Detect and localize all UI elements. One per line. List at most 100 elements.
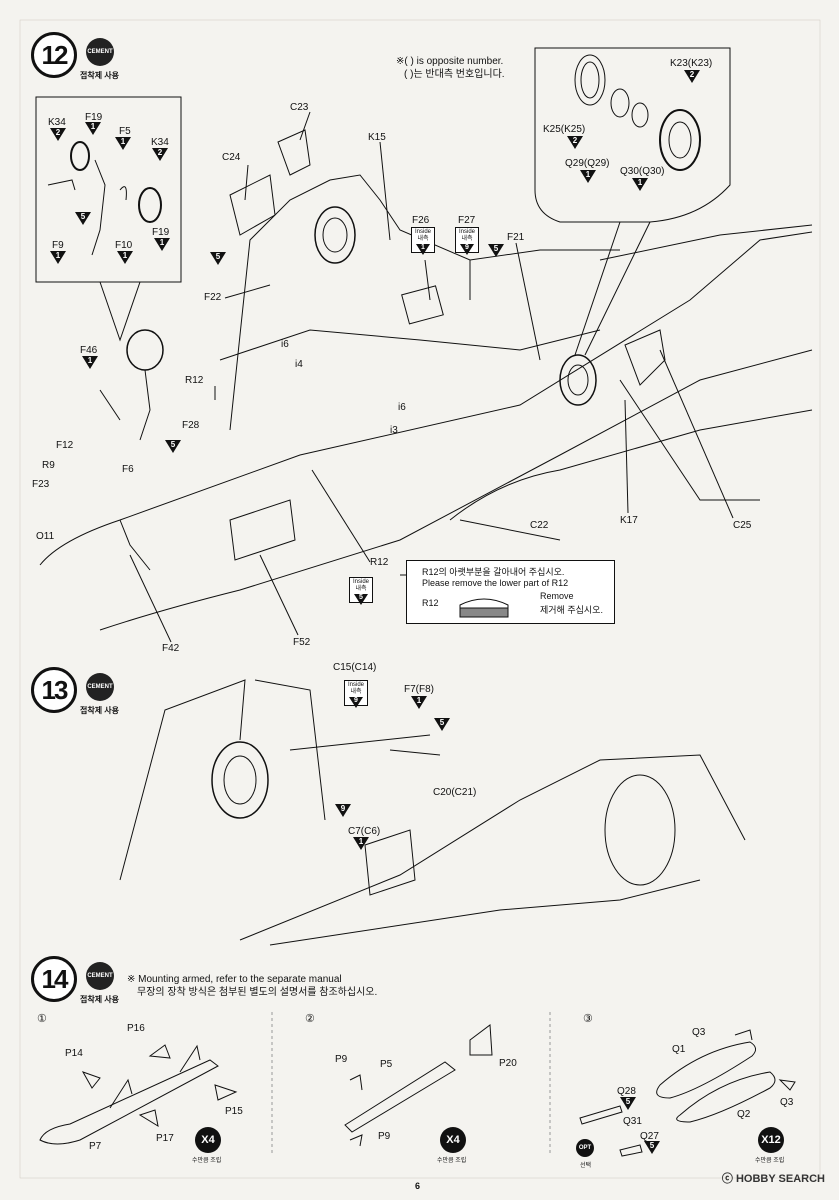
part-label: R12 xyxy=(185,375,204,386)
qty-badge: 5 xyxy=(618,1097,638,1110)
remove-r12-note: R12의 아랫부분을 갈아내어 주십시오. Please remove the … xyxy=(406,560,615,624)
step-number-12: 12 xyxy=(31,32,77,78)
part-label: i3 xyxy=(390,425,398,436)
part-label: Q28 xyxy=(617,1086,636,1097)
part-label: R12 xyxy=(370,557,389,568)
qty-badge: 1 xyxy=(630,178,650,191)
part-label: Q3 xyxy=(780,1097,794,1108)
part-label: i4 xyxy=(295,359,303,370)
qty-badge: 5 xyxy=(642,1141,662,1154)
part-label: Q30(Q30) xyxy=(620,166,665,177)
opposite-note-en: ※( ) is opposite number. xyxy=(396,56,504,67)
part-label: F22 xyxy=(204,292,222,303)
part-label: F9 xyxy=(52,240,64,251)
qty-badge: 5 xyxy=(486,244,506,257)
cement-label: 접착제 사용 xyxy=(80,71,120,80)
qty-badge: 1 xyxy=(115,251,135,264)
left-inset-pointer xyxy=(99,281,141,342)
opposite-note-ko: ( )는 반대측 번호입니다. xyxy=(404,69,505,80)
qty-badge: 1 xyxy=(83,122,103,135)
part-label: P17 xyxy=(156,1133,174,1144)
part-label: C25 xyxy=(733,520,752,531)
qty-badge: 2 xyxy=(48,128,68,141)
remove-label-en: Remove xyxy=(540,591,574,601)
optional-icon: OPT xyxy=(576,1139,594,1157)
part-label: Q3 xyxy=(692,1027,706,1038)
multiplier-note: 수만큼 조립 xyxy=(192,1158,222,1164)
mounting-note-ko: 무장의 장착 방식은 첨부된 별도의 설명서를 참조하십시오. xyxy=(137,987,378,998)
qty-badge: 1 xyxy=(113,137,133,150)
part-label: F5 xyxy=(119,126,131,137)
part-label: K15 xyxy=(368,132,386,143)
part-label: P20 xyxy=(499,1058,517,1069)
qty-badge: 1 xyxy=(80,356,100,369)
part-label: Q1 xyxy=(672,1044,686,1055)
qty-badge: 5 xyxy=(73,212,93,225)
part-label: K34 xyxy=(151,137,169,148)
part-label: i6 xyxy=(281,339,289,350)
part-label: F19 xyxy=(85,112,103,123)
qty-badge: 1 xyxy=(152,238,172,251)
part-label: C23 xyxy=(290,102,309,113)
part-label: F21 xyxy=(507,232,525,243)
part-label: C22 xyxy=(530,520,549,531)
multiplier-badge: X4 xyxy=(440,1127,466,1153)
cement-label: 접착제 사용 xyxy=(80,706,120,715)
remove-label-ko: 제거해 주십시오. xyxy=(540,605,603,615)
part-label: O11 xyxy=(36,531,55,542)
qty-badge: 2 xyxy=(150,148,170,161)
qty-badge: 2 xyxy=(682,70,702,83)
part-label: K17 xyxy=(620,515,638,526)
optional-label: 선택 xyxy=(580,1163,592,1169)
mounting-note-en: ※ Mounting armed, refer to the separate … xyxy=(127,974,342,985)
part-label: Q31 xyxy=(623,1116,642,1127)
part-label: K23(K23) xyxy=(670,58,713,69)
qty-badge: 9 xyxy=(333,804,353,817)
part-label: i6 xyxy=(398,402,406,413)
part-label: C7(C6) xyxy=(348,826,381,837)
part-label: F19 xyxy=(152,227,170,238)
step-number-13: 13 xyxy=(31,667,77,713)
part-label: Q2 xyxy=(737,1109,751,1120)
qty-badge: 2 xyxy=(565,136,585,149)
remove-note-part: R12 xyxy=(422,598,439,608)
opposite-number-note: ※( ) is opposite number. ( )는 반대측 번호입니다. xyxy=(396,55,505,81)
part-label: F46 xyxy=(80,345,98,356)
part-label: P9 xyxy=(335,1054,348,1065)
sub-step-2: ② xyxy=(305,1013,315,1025)
part-label: F10 xyxy=(115,240,133,251)
part-label: Q27 xyxy=(640,1131,659,1142)
r12-diagram xyxy=(459,598,509,618)
qty-badge: 5 xyxy=(208,252,228,265)
cement-label: 접착제 사용 xyxy=(80,995,120,1004)
part-label: F27 xyxy=(458,215,476,226)
part-label: F7(F8) xyxy=(404,684,434,695)
qty-badge: 1 xyxy=(578,170,598,183)
part-label: F6 xyxy=(122,464,134,475)
qty-badge: 5 xyxy=(432,718,452,731)
qty-badge: 1 xyxy=(409,696,429,709)
part-label: K34 xyxy=(48,117,66,128)
remove-note-en: Please remove the lower part of R12 xyxy=(422,578,569,588)
right-inset-frame xyxy=(534,47,731,223)
left-inset-frame xyxy=(35,96,182,283)
part-label: P15 xyxy=(225,1106,243,1117)
watermark: ⓒ HOBBY SEARCH xyxy=(721,1173,825,1185)
part-label: F28 xyxy=(182,420,200,431)
part-label: P14 xyxy=(65,1048,83,1059)
multiplier-note: 수만큼 조립 xyxy=(437,1158,467,1164)
remove-note-ko: R12의 아랫부분을 갈아내어 주십시오. xyxy=(422,567,565,577)
cement-icon: CEMENT xyxy=(86,962,114,990)
cement-icon: CEMENT xyxy=(86,38,114,66)
part-label: R9 xyxy=(42,460,55,471)
multiplier-badge: X12 xyxy=(758,1127,784,1153)
qty-badge: 1 xyxy=(351,837,371,850)
qty-badge: 1 xyxy=(48,251,68,264)
part-label: F26 xyxy=(412,215,430,226)
multiplier-note: 수만큼 조립 xyxy=(755,1158,785,1164)
